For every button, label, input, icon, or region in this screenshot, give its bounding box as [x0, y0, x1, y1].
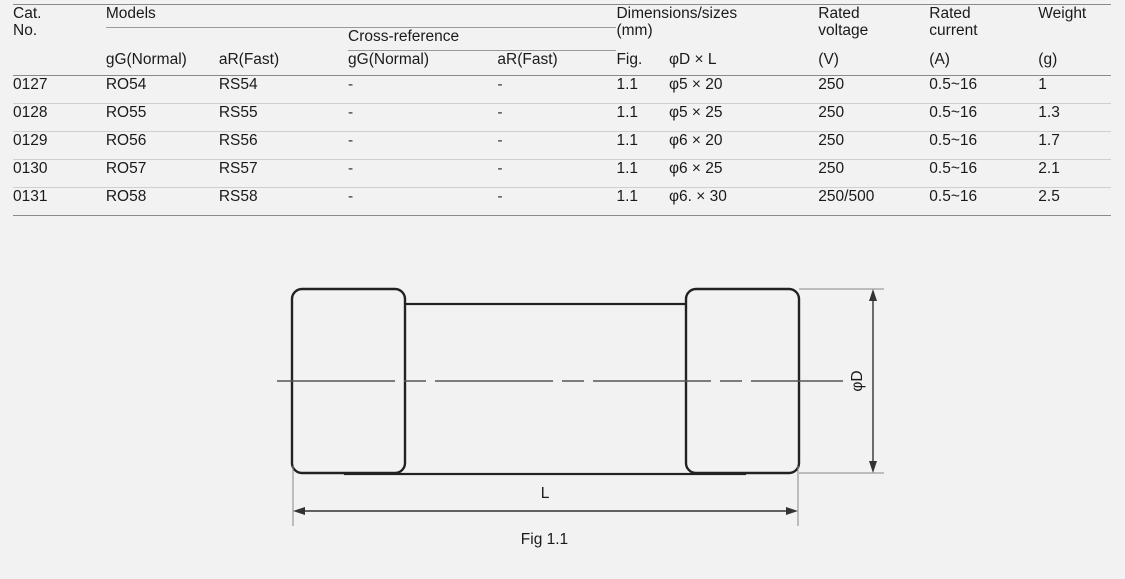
header-weight-unit: (g): [1038, 50, 1111, 76]
table-row: 0131 RO58 RS58 - - 1.1 φ6. × 30 250/500 0.5~16 2.…: [13, 188, 1111, 216]
table-bottom-rule: [13, 215, 1111, 216]
cell-cat-no: 0130: [13, 159, 106, 188]
header-models-group: Models: [105, 4, 617, 28]
header-xref-ar: aR(Fast): [497, 50, 617, 76]
header-fig: Fig.: [616, 50, 669, 76]
cell-cat-no: 0129: [13, 131, 106, 160]
header-cross-reference-group: Cross-reference: [348, 27, 617, 51]
cell-xref-gg: -: [348, 159, 498, 188]
cell-rated-current: 0.5~16: [929, 188, 978, 205]
cell-rated-voltage: 250: [818, 131, 930, 160]
cell-models-gg: RO55: [105, 103, 219, 132]
header-xref-gg: gG(Normal): [348, 50, 498, 76]
header-rated-voltage-line1: Rated: [818, 5, 860, 22]
cell-dimensions: φ5 × 20: [668, 75, 819, 104]
cell-xref-ar: -: [497, 131, 617, 160]
figure-caption: Fig 1.1: [520, 531, 569, 548]
cell-models-gg: RO56: [105, 131, 219, 160]
header-row-2: Cross-reference: [13, 27, 1111, 51]
cell-dimensions: φ6. × 30: [668, 188, 727, 205]
length-dimension-label: L: [541, 485, 550, 502]
cell-weight: 1.7: [1038, 131, 1111, 160]
cell-xref-ar: -: [497, 75, 617, 104]
cell-xref-ar: -: [497, 103, 617, 132]
cell-rated-voltage: 250: [818, 103, 930, 132]
cell-xref-gg: -: [348, 75, 498, 104]
header-weight-line1: Weight: [1038, 5, 1087, 22]
header-rated-voltage-line2: voltage: [818, 22, 869, 40]
header-row-3: gG(Normal) aR(Fast) gG(Normal) aR(Fast) …: [13, 50, 1111, 76]
specification-table-container: Cat. No. Models Dimensions/sizes (mm) Ra…: [13, 4, 1111, 216]
cell-rated-voltage: 250/500: [818, 188, 875, 205]
header-models-spacer: [106, 28, 348, 51]
cell-rated-current: 0.5~16: [929, 75, 1039, 104]
cell-cat-no: 0127: [13, 75, 106, 104]
cell-fig: 1.1: [616, 131, 669, 160]
cell-weight: 1.3: [1038, 103, 1111, 132]
header-weight: Weight: [1038, 4, 1111, 51]
header-dimensions-group: Dimensions/sizes (mm): [616, 4, 819, 51]
cell-fig: 1.1: [616, 188, 639, 205]
header-cat-no: Cat. No.: [13, 4, 106, 51]
cell-xref-ar: -: [497, 188, 503, 205]
cell-models-gg: RO54: [105, 75, 219, 104]
header-models-gg: gG(Normal): [105, 50, 219, 76]
cell-dimensions: φ5 × 25: [668, 103, 819, 132]
header-cat-no-sub: [13, 50, 106, 76]
cell-models-ar: RS57: [218, 159, 349, 188]
cell-dimensions: φ6 × 20: [668, 131, 819, 160]
cell-rated-current: 0.5~16: [929, 131, 1039, 160]
header-row-1: Cat. No. Models Dimensions/sizes (mm) Ra…: [13, 4, 1111, 51]
length-arrowhead-right: [786, 507, 798, 515]
cell-xref-gg: -: [348, 103, 498, 132]
cell-weight: 2.1: [1038, 159, 1111, 188]
header-dim: φD × L: [668, 50, 819, 76]
cell-fig: 1.1: [616, 159, 669, 188]
cell-fig: 1.1: [616, 103, 669, 132]
header-cat-no-line1: Cat.: [13, 5, 42, 22]
length-arrowhead-left: [293, 507, 305, 515]
cell-models-ar: RS56: [218, 131, 349, 160]
cell-rated-voltage: 250: [818, 159, 930, 188]
header-cat-no-line2: No.: [13, 22, 38, 40]
header-rated-voltage: Rated voltage: [818, 4, 930, 51]
header-rated-current-unit: (A): [929, 50, 1039, 76]
header-models-ar: aR(Fast): [218, 50, 349, 76]
header-rated-current-line1: Rated: [929, 5, 971, 22]
cell-rated-current: 0.5~16: [929, 159, 1039, 188]
phid-arrowhead-top: [869, 289, 877, 301]
figure-caption-container: Fig 1.1: [0, 531, 1125, 549]
cell-dimensions: φ6 × 25: [668, 159, 819, 188]
cell-xref-gg: -: [348, 131, 498, 160]
fuse-technical-drawing: φD L: [277, 287, 884, 526]
cell-xref-gg: -: [348, 188, 354, 205]
cell-models-ar: RS55: [218, 103, 349, 132]
cell-models-ar: RS58: [218, 188, 258, 205]
cell-models-gg: RO57: [105, 159, 219, 188]
phid-dimension-label: φD: [849, 370, 866, 391]
cell-xref-ar: -: [497, 159, 617, 188]
cell-fig: 1.1: [616, 75, 669, 104]
specification-table: Cat. No. Models Dimensions/sizes (mm) Ra…: [13, 4, 1111, 215]
header-rated-voltage-unit: (V): [818, 50, 930, 76]
table-header: Cat. No. Models Dimensions/sizes (mm) Ra…: [13, 4, 1111, 76]
header-dimensions-line2: (mm): [616, 22, 653, 40]
header-rated-current-line2: current: [929, 22, 978, 40]
cell-weight: 1: [1038, 75, 1111, 104]
header-dimensions-line1: Dimensions/sizes: [616, 5, 738, 22]
cell-models-gg: RO58: [105, 188, 147, 205]
cell-weight: 2.5: [1038, 188, 1060, 205]
cell-models-ar: RS54: [218, 75, 349, 104]
phid-arrowhead-bottom: [869, 461, 877, 473]
header-rated-current: Rated current: [929, 4, 1039, 51]
cell-cat-no: 0131: [13, 188, 48, 205]
cell-rated-voltage: 250: [818, 75, 930, 104]
cell-rated-current: 0.5~16: [929, 103, 1039, 132]
cell-cat-no: 0128: [13, 103, 106, 132]
